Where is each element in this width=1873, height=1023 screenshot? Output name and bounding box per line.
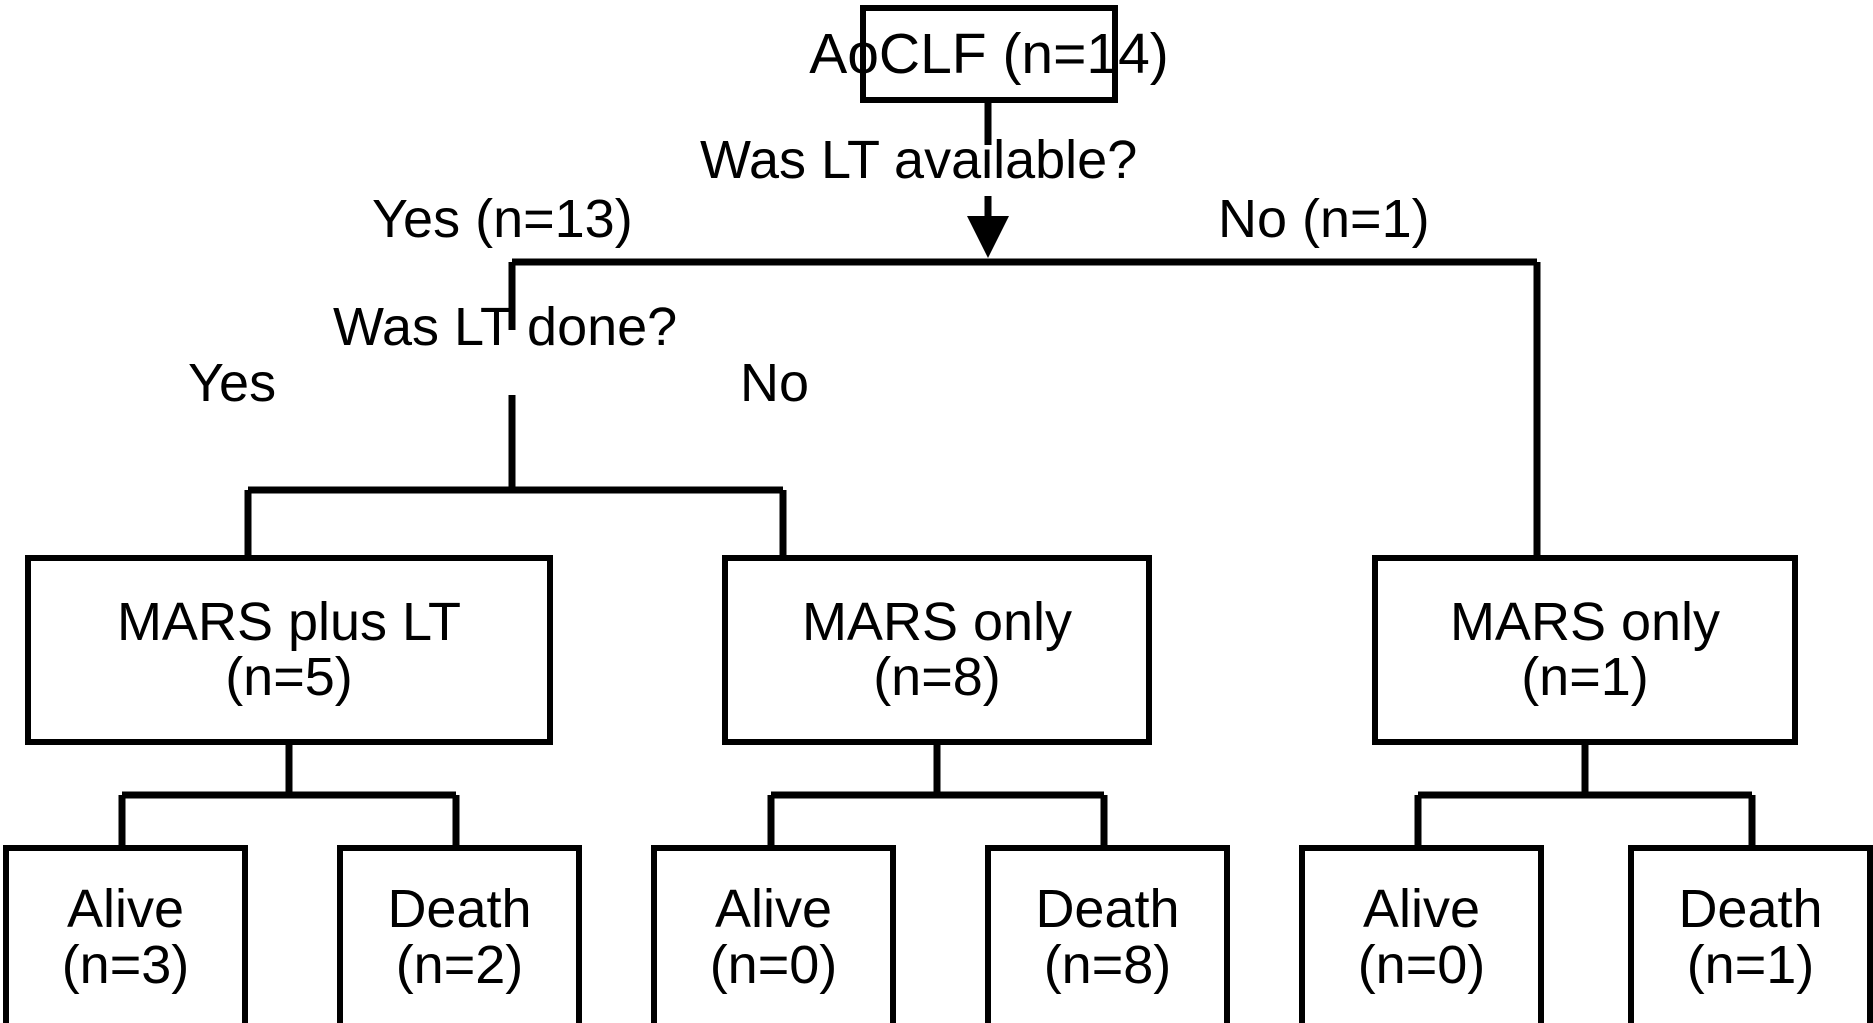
node-death-mid-line2: (n=8) <box>1043 934 1172 995</box>
node-alive-right-line2: (n=0) <box>1357 934 1486 995</box>
node-death-right-line1: Death <box>1678 879 1823 940</box>
label-done-yes: Yes <box>188 353 277 413</box>
node-death-left[interactable]: Death (n=2) <box>337 845 582 1023</box>
node-alive-mid-line2: (n=0) <box>709 934 838 995</box>
node-mars-only-right-line2: (n=1) <box>1521 647 1649 707</box>
label-available-yes: Yes (n=13) <box>372 189 633 249</box>
node-alive-mid-line1: Alive <box>714 879 833 940</box>
node-death-right-line2: (n=1) <box>1686 934 1815 995</box>
label-was-lt-available: Was LT available? <box>700 130 1138 190</box>
node-root-label: AoCLF (n=14) <box>809 21 1169 86</box>
arrowhead-icon <box>967 216 1009 258</box>
node-alive-mid[interactable]: Alive (n=0) <box>651 845 896 1023</box>
node-root[interactable]: AoCLF (n=14) <box>809 5 1169 103</box>
node-mars-plus-lt-line2: (n=5) <box>225 647 353 707</box>
label-was-lt-done: Was LT done? <box>333 297 678 357</box>
node-death-mid[interactable]: Death (n=8) <box>985 845 1230 1023</box>
node-mars-only-right-line1: MARS only <box>1449 591 1721 652</box>
node-alive-left[interactable]: Alive (n=3) <box>3 845 248 1023</box>
label-available-no: No (n=1) <box>1218 189 1430 249</box>
node-alive-left-line2: (n=3) <box>61 934 190 995</box>
label-done-no: No <box>740 353 810 413</box>
node-mars-only-mid-line1: MARS only <box>801 591 1073 652</box>
node-death-left-line1: Death <box>387 879 532 940</box>
node-death-right[interactable]: Death (n=1) <box>1628 845 1873 1023</box>
node-death-mid-line1: Death <box>1035 879 1180 940</box>
node-mars-only-right[interactable]: MARS only (n=1) <box>1372 555 1798 745</box>
node-mars-plus-lt-line1: MARS plus LT <box>116 591 462 652</box>
node-alive-right[interactable]: Alive (n=0) <box>1299 845 1544 1023</box>
node-alive-right-line1: Alive <box>1362 879 1481 940</box>
node-death-left-line2: (n=2) <box>395 934 524 995</box>
node-mars-only-mid[interactable]: MARS only (n=8) <box>722 555 1152 745</box>
node-mars-plus-lt[interactable]: MARS plus LT (n=5) <box>25 555 553 745</box>
node-mars-only-mid-line2: (n=8) <box>873 647 1001 707</box>
node-alive-left-line1: Alive <box>66 879 185 940</box>
